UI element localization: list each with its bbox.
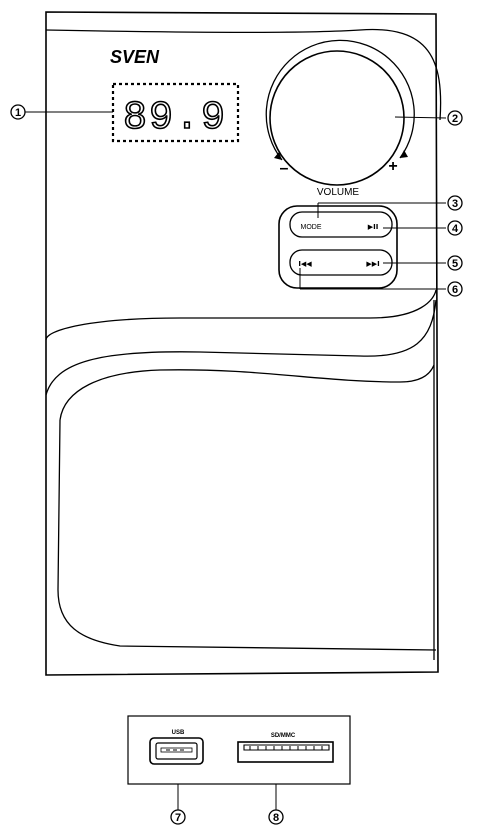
knob-arrow-left-icon: [274, 152, 282, 160]
svg-text:1: 1: [15, 107, 21, 119]
callout-8: 8: [268, 809, 284, 825]
svg-text:2: 2: [452, 113, 458, 125]
play-pause-icon: ▶II: [368, 223, 379, 231]
volume-minus-label: –: [280, 160, 289, 177]
knob-arrow-right-icon: [400, 150, 408, 158]
svg-text:8: 8: [273, 812, 279, 824]
callout-7: 7: [170, 809, 186, 825]
callout-2: 2: [447, 110, 463, 126]
svg-text:6: 6: [452, 284, 458, 296]
brand-logo: SVEN: [110, 47, 160, 67]
svg-text:3: 3: [452, 198, 458, 210]
svg-text:4: 4: [452, 223, 459, 235]
callout-1: 1: [10, 104, 26, 120]
next-icon: ▶▶I: [366, 260, 379, 268]
callout-4: 4: [447, 220, 463, 236]
usb-port[interactable]: [149, 737, 204, 765]
leader-lines: [24, 111, 447, 810]
speaker-body: [45, 11, 442, 676]
usb-label: USB: [172, 730, 185, 736]
next-button[interactable]: ▶▶I: [366, 260, 379, 268]
volume-label: VOLUME: [317, 187, 360, 198]
callout-5: 5: [447, 255, 463, 271]
play-pause-button[interactable]: ▶II: [368, 223, 379, 231]
button-cluster: [278, 205, 398, 289]
svg-text:5: 5: [452, 258, 458, 270]
sd-card-slot[interactable]: [237, 741, 334, 763]
svg-text:7: 7: [175, 812, 181, 824]
previous-icon: I◀◀: [298, 260, 312, 268]
sd-label: SD/MMC: [271, 733, 296, 739]
previous-button[interactable]: I◀◀: [298, 260, 312, 268]
callout-6: 6: [447, 281, 463, 297]
display-readout: 89.9: [123, 96, 227, 141]
volume-plus-label: +: [388, 158, 397, 175]
callout-3: 3: [447, 195, 463, 211]
led-display: 89.9: [111, 82, 240, 143]
mode-button-label: MODE: [301, 224, 322, 231]
volume-knob[interactable]: [265, 39, 415, 186]
mode-button[interactable]: MODE: [301, 224, 322, 231]
